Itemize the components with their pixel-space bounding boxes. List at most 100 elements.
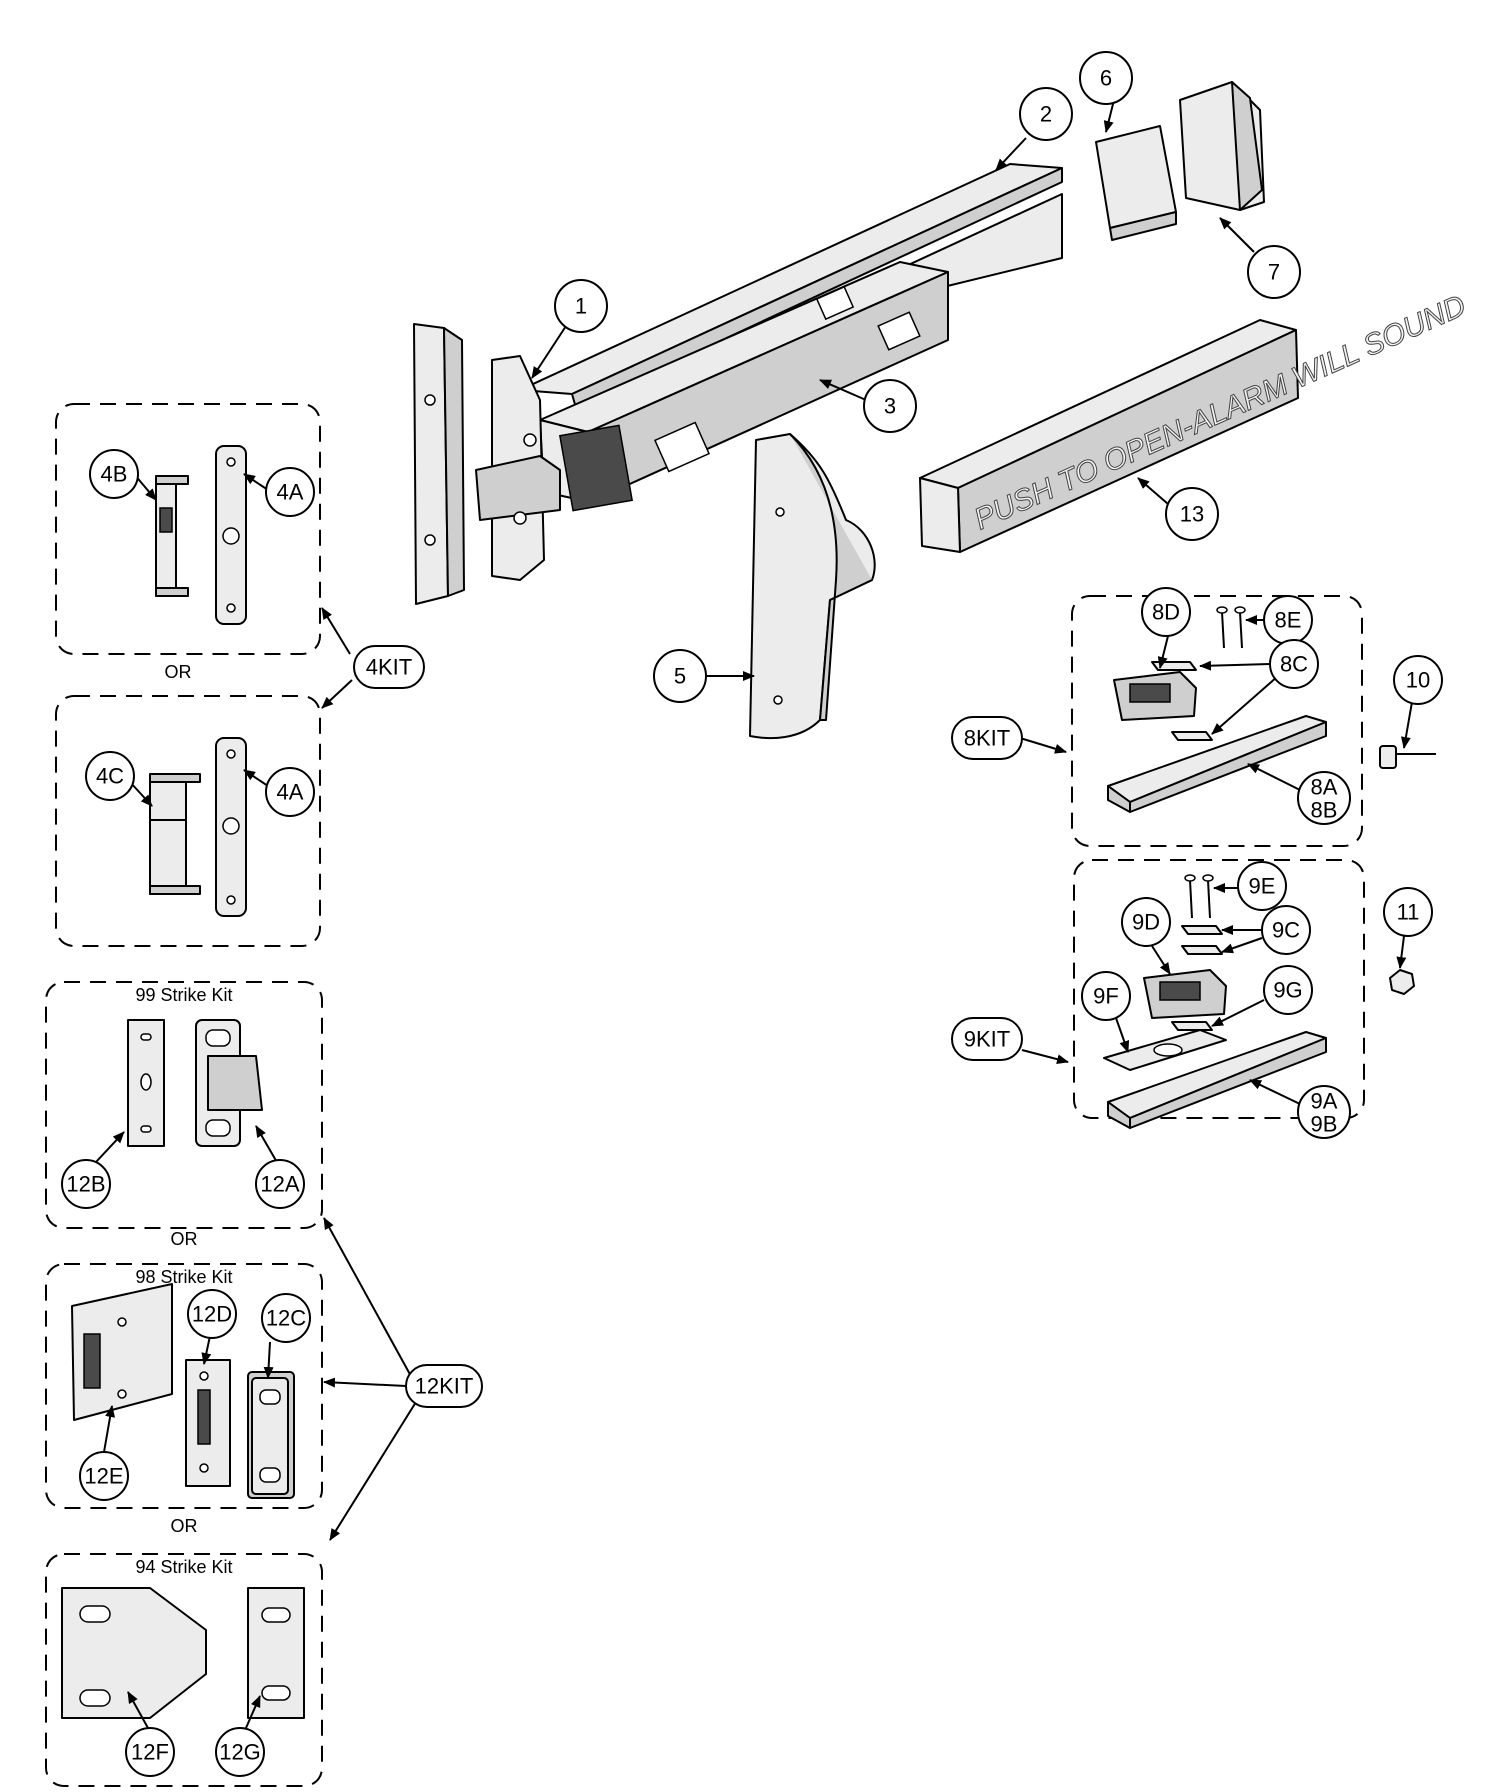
part-9C-plates [1181, 925, 1223, 955]
svg-text:12KIT: 12KIT [415, 1374, 474, 1399]
svg-text:8B: 8B [1311, 798, 1338, 823]
push-bar-body-part [539, 261, 949, 503]
callout-8E: 8E [1263, 595, 1313, 645]
callout-12F: 12F [125, 1727, 175, 1777]
callout-7: 7 [1247, 245, 1301, 299]
svg-text:8E: 8E [1275, 608, 1302, 633]
mounting-plate-part [413, 323, 465, 605]
or-caption-3: OR [171, 1516, 198, 1536]
end-cap-cover-part [1179, 81, 1265, 211]
callout-9G: 9G [1263, 965, 1313, 1015]
svg-text:5: 5 [674, 664, 686, 689]
callout-4B: 4B [89, 449, 139, 499]
callout-12G: 12G [215, 1727, 265, 1777]
callout-4A-bottom: 4A [265, 767, 315, 817]
kit-12-box-98 [45, 1263, 323, 1509]
callout-12B: 12B [61, 1159, 111, 1209]
svg-text:11: 11 [1397, 900, 1420, 925]
part-8D-switch [1113, 671, 1197, 721]
svg-text:13: 13 [1180, 502, 1204, 527]
callout-12A: 12A [255, 1159, 305, 1209]
callout-9E: 9E [1237, 861, 1287, 911]
callout-12D: 12D [187, 1289, 237, 1339]
svg-text:6: 6 [1100, 66, 1112, 91]
svg-text:9A: 9A [1311, 1089, 1338, 1114]
part-9F-gasket [1103, 1029, 1227, 1071]
part-8A-8B-housing [1107, 715, 1327, 813]
svg-text:12C: 12C [266, 1306, 306, 1331]
part-4B [155, 475, 189, 597]
kit-label-9KIT: 9KIT [951, 1017, 1023, 1061]
svg-text:12B: 12B [66, 1172, 105, 1197]
kit-4-box-b [55, 695, 321, 947]
svg-text:4A: 4A [277, 780, 304, 805]
kit-12-box-94 [45, 1553, 323, 1787]
callout-8D: 8D [1141, 587, 1191, 637]
mechanism-part [475, 355, 634, 581]
callout-11: 11 [1383, 887, 1433, 937]
strike-kit-98-title: 98 Strike Kit [135, 1267, 232, 1287]
part-9G-plate [1171, 1021, 1213, 1031]
svg-text:9G: 9G [1273, 978, 1302, 1003]
part-12B [127, 1019, 165, 1147]
callout-8A-8B: 8A 8B [1297, 771, 1351, 825]
strike-kit-99-title: 99 Strike Kit [135, 985, 232, 1005]
svg-text:9E: 9E [1249, 874, 1276, 899]
part-9D-switch [1143, 969, 1227, 1019]
svg-text:1: 1 [575, 294, 587, 319]
kit-4-box-a [55, 403, 321, 655]
callout-9F: 9F [1081, 971, 1131, 1021]
callout-2: 2 [1019, 87, 1073, 141]
callout-9C: 9C [1261, 905, 1311, 955]
callout-4A-top: 4A [265, 467, 315, 517]
callout-12E: 12E [79, 1451, 129, 1501]
push-pad-text: PUSH TO OPEN-ALARM WILL SOUND [969, 289, 1470, 536]
svg-text:9KIT: 9KIT [964, 1027, 1010, 1052]
part-12C [247, 1371, 295, 1499]
svg-text:9D: 9D [1132, 910, 1160, 935]
svg-text:12D: 12D [192, 1302, 232, 1327]
part-8E-screws [1216, 606, 1246, 649]
part-11-hex-nut [1389, 969, 1415, 995]
callout-4C: 4C [85, 751, 135, 801]
callout-5: 5 [653, 649, 707, 703]
svg-text:3: 3 [884, 394, 896, 419]
part-4A-bottom [215, 737, 247, 917]
callout-13: 13 [1165, 487, 1219, 541]
svg-text:9B: 9B [1311, 1112, 1338, 1137]
part-9A-9B-housing [1107, 1031, 1327, 1129]
strike-kit-94-title: 94 Strike Kit [135, 1557, 232, 1577]
svg-text:8C: 8C [1280, 652, 1308, 677]
part-12G [247, 1587, 305, 1719]
callout-9A-9B: 9A 9B [1297, 1085, 1351, 1139]
svg-text:4B: 4B [101, 462, 128, 487]
svg-text:8A: 8A [1311, 775, 1338, 800]
svg-text:2: 2 [1040, 102, 1052, 127]
svg-text:12A: 12A [260, 1172, 299, 1197]
part-4C [149, 773, 201, 895]
svg-text:4C: 4C [96, 764, 124, 789]
svg-text:9F: 9F [1093, 984, 1119, 1009]
callout-8C: 8C [1269, 639, 1319, 689]
svg-text:4KIT: 4KIT [366, 655, 412, 680]
svg-text:9C: 9C [1272, 918, 1300, 943]
callout-3: 3 [863, 379, 917, 433]
end-cap-plate-part [1095, 125, 1177, 241]
callout-9D: 9D [1121, 897, 1171, 947]
part-9E-screws [1184, 874, 1214, 919]
callout-12C: 12C [261, 1293, 311, 1343]
svg-text:4A: 4A [277, 480, 304, 505]
part-10-key [1379, 745, 1436, 769]
kit-9-box [1073, 859, 1365, 1119]
kit-label-8KIT: 8KIT [951, 716, 1023, 760]
callout-10: 10 [1393, 655, 1443, 705]
svg-text:8D: 8D [1152, 600, 1180, 625]
part-12A [195, 1019, 263, 1147]
svg-text:12E: 12E [84, 1464, 123, 1489]
part-12D [185, 1359, 231, 1487]
svg-text:8KIT: 8KIT [964, 726, 1010, 751]
leader-lines [95, 99, 1413, 1729]
or-caption-1: OR [165, 662, 192, 682]
part-12F [61, 1587, 207, 1719]
